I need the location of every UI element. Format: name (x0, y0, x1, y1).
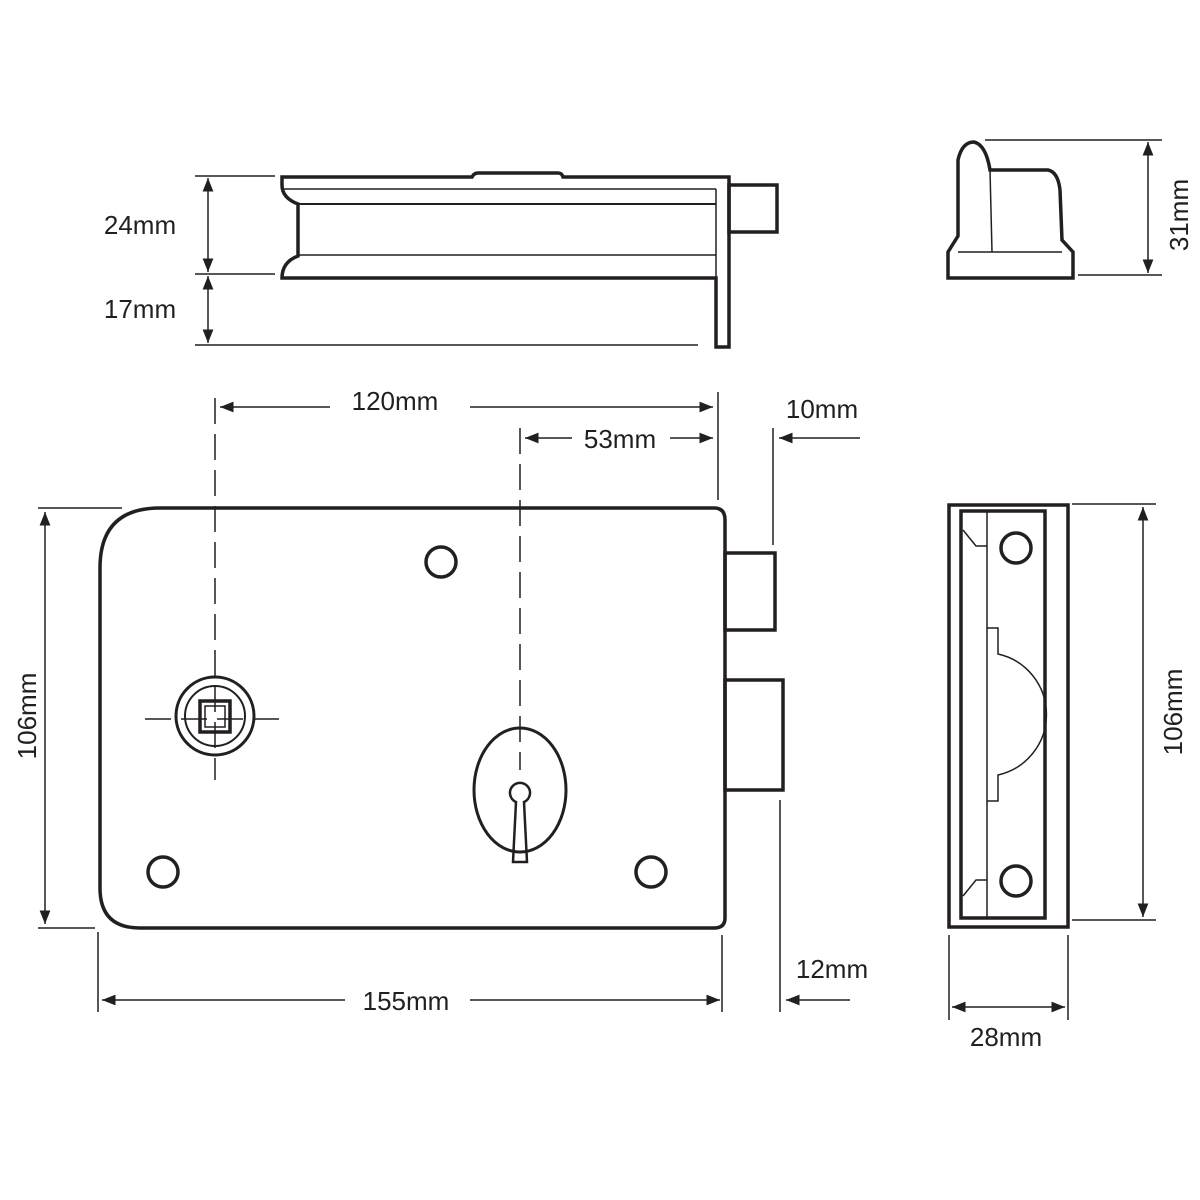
screw-hole (999, 864, 1033, 898)
dim-31mm: 31mm (1164, 179, 1194, 251)
keyhole-escutcheon (472, 726, 568, 864)
front-view (98, 398, 785, 930)
screw-hole (999, 531, 1033, 565)
dim-120mm: 120mm (352, 386, 439, 416)
deadbolt (723, 551, 777, 632)
screw-hole (146, 855, 180, 889)
top-view (280, 171, 779, 349)
forend-dims (948, 503, 1156, 1020)
dim-28mm: 28mm (970, 1022, 1042, 1052)
dim-106mm-left: 106mm (12, 673, 42, 760)
dim-53mm: 53mm (584, 424, 656, 454)
latch (723, 678, 785, 792)
knob-dims (985, 139, 1162, 276)
forend-view (947, 503, 1070, 929)
dim-12mm: 12mm (796, 954, 868, 984)
knob-side-view (946, 140, 1075, 280)
dim-10mm: 10mm (786, 394, 858, 424)
screw-hole (634, 855, 668, 889)
screw-hole (424, 545, 458, 579)
dim-24mm: 24mm (104, 210, 176, 240)
centre-lines (145, 398, 521, 780)
front-dims (38, 392, 860, 1012)
bolt-top (727, 183, 779, 234)
top-dims (195, 175, 698, 346)
dim-155mm: 155mm (363, 986, 450, 1016)
dim-106mm-right: 106mm (1158, 669, 1188, 756)
dim-17mm: 17mm (104, 294, 176, 324)
